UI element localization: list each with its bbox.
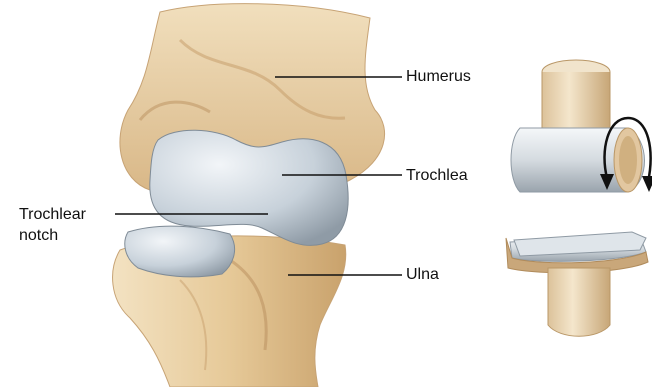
hinge-model [506,60,652,336]
trochlea-label: Trochlea [406,166,468,185]
trochlear-notch-label-line1: Trochlear [19,205,86,224]
trochlear-notch-label-line2: notch [19,226,58,245]
ulna-label: Ulna [406,265,439,284]
humerus-label: Humerus [406,67,471,86]
trochlear-notch-cartilage [125,226,235,277]
